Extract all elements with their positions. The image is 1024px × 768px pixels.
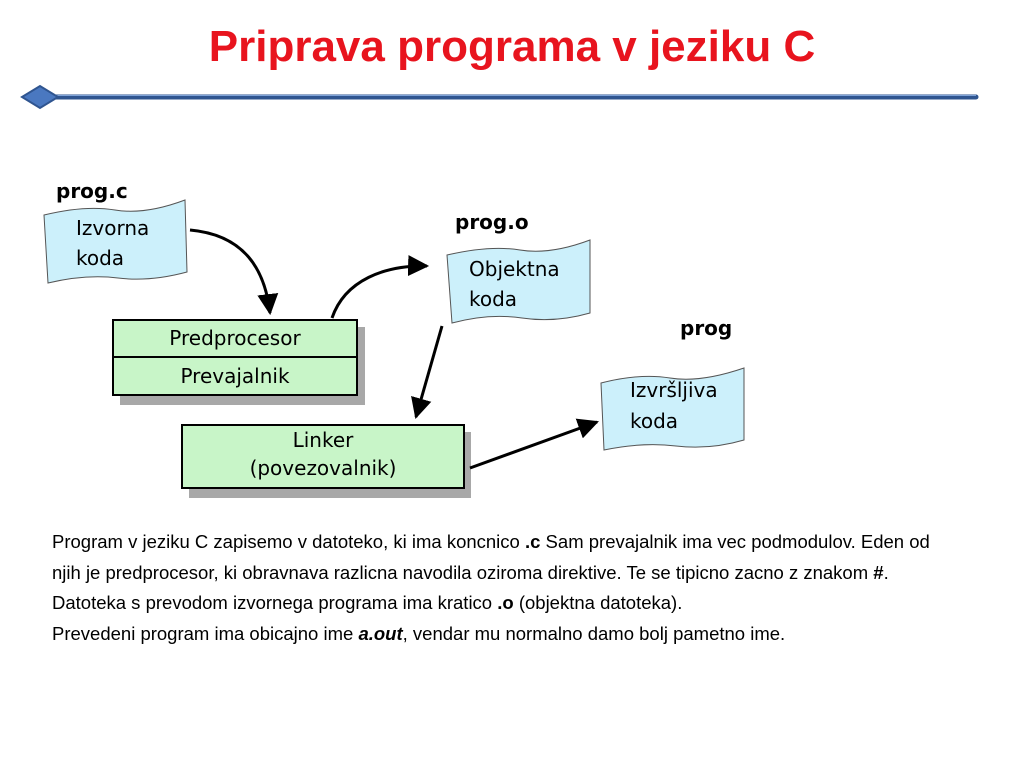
p3-text-1: Prevedeni program ima obicajno ime bbox=[52, 622, 359, 644]
object-label-line1: Objektna bbox=[469, 257, 560, 281]
executable-filename: prog bbox=[680, 316, 732, 340]
linker-label-line2: (povezovalnik) bbox=[250, 456, 397, 480]
p1-text-2: Sam prevajalnik ima vec podmodulov. Eden… bbox=[52, 531, 930, 583]
preprocessor-box bbox=[112, 319, 358, 358]
compiler-stage: Predprocesor Prevajalnik bbox=[112, 319, 365, 405]
preprocessor-label: Predprocesor bbox=[169, 326, 301, 350]
hash-symbol: # bbox=[873, 561, 884, 583]
compilation-diagram: prog.c Izvorna koda prog.o Objektna koda… bbox=[43, 179, 745, 498]
ext-o: .o bbox=[497, 592, 514, 613]
p1-text-3: . bbox=[883, 561, 889, 583]
p3-text-2: , vendar mu normalno damo bolj pametno i… bbox=[402, 622, 786, 644]
object-file: prog.o Objektna koda bbox=[446, 210, 591, 324]
arrow-object-to-linker bbox=[411, 325, 444, 420]
compiler-box bbox=[112, 356, 358, 396]
diamond-bullet-icon bbox=[20, 84, 60, 110]
compiler-label: Prevajalnik bbox=[180, 364, 289, 388]
executable-label-line1: Izvršljiva bbox=[630, 378, 718, 402]
executable-file: prog Izvršljiva koda bbox=[600, 316, 745, 451]
arrow-linker-to-executable bbox=[469, 418, 599, 470]
source-filename: prog.c bbox=[56, 179, 128, 203]
paragraph-executable: Prevedeni program ima obicajno ime a.out… bbox=[52, 619, 932, 650]
object-filename: prog.o bbox=[455, 210, 529, 234]
p1-text-1: Program v jeziku C zapisemo v datoteko, … bbox=[52, 531, 525, 552]
arrow-source-to-preprocessor bbox=[189, 228, 279, 316]
slide-title: Priprava programa v jeziku C bbox=[208, 22, 816, 71]
arrow-compiler-to-object bbox=[330, 255, 430, 319]
paragraph-source-file: Program v jeziku C zapisemo v datoteko, … bbox=[52, 527, 932, 588]
p2-text-2: (objektna datoteka). bbox=[513, 592, 683, 613]
a-out: a.out bbox=[358, 622, 403, 644]
linker-label-line1: Linker bbox=[293, 428, 355, 452]
object-label-line2: koda bbox=[469, 287, 517, 311]
paragraph-object-file: Datoteka s prevodom izvornega programa i… bbox=[52, 588, 932, 619]
title-rule bbox=[20, 84, 979, 110]
p2-text-1: Datoteka s prevodom izvornega programa i… bbox=[52, 592, 498, 613]
executable-label-line2: koda bbox=[630, 409, 678, 433]
linker-box bbox=[181, 424, 465, 489]
explanation-text: Program v jeziku C zapisemo v datoteko, … bbox=[52, 527, 932, 649]
source-label-line1: Izvorna bbox=[76, 216, 149, 240]
linker-stage: Linker (povezovalnik) bbox=[181, 424, 471, 498]
source-file: prog.c Izvorna koda bbox=[43, 179, 188, 284]
source-label-line2: koda bbox=[76, 246, 124, 270]
ext-c: .c bbox=[524, 531, 541, 552]
